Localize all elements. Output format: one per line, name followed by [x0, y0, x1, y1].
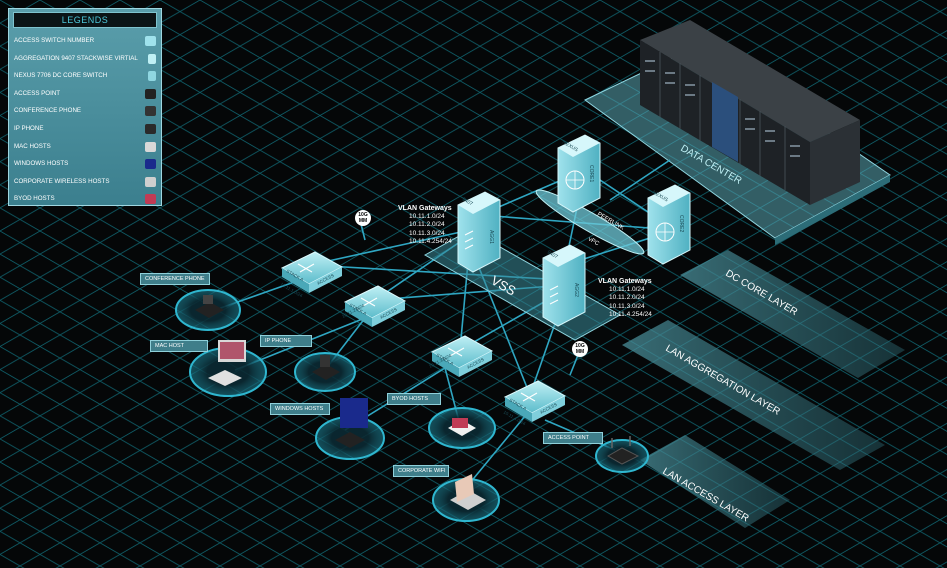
- legend-item-label: MAC HOSTS: [14, 142, 51, 150]
- agg1-name-label: 9407: [461, 197, 474, 208]
- windows-host-icon: [145, 159, 156, 170]
- conference-phone-device: [195, 295, 224, 318]
- legend-item: NEXUS 7706 DC CORE SWITCH: [9, 67, 161, 85]
- data-center-racks: [640, 20, 860, 205]
- nexus-core2-switch: [647, 184, 691, 265]
- aggregation-agg2-switch: [542, 244, 586, 327]
- core1-label: CORE1: [588, 165, 594, 182]
- legend-item-label: IP PHONE: [14, 124, 44, 132]
- vlan-gateway-item: 10.11.4.254/24: [609, 310, 652, 318]
- vlan-gateway-item: 10.11.2.0/24: [409, 221, 445, 229]
- access-switch-2: [343, 285, 407, 327]
- aggregation-agg1-switch: [457, 191, 501, 273]
- vlan-gateway-item: 10.11.1.0/24: [409, 213, 445, 221]
- legend-item-label: WINDOWS HOSTS: [14, 160, 69, 168]
- legend-item: IP PHONE: [9, 120, 161, 138]
- nexus-switch-icon: [148, 71, 156, 82]
- access-point-icon: [145, 88, 156, 99]
- agg2-sub-label: AGG2: [573, 283, 579, 297]
- vlan-gateways-title: VLAN Gateways: [598, 278, 652, 285]
- legend-item-label: ACCESS POINT: [14, 89, 61, 97]
- legend-item-label: ACCESS SWITCH NUMBER: [14, 37, 95, 44]
- legend-item: MAC HOSTS: [9, 138, 161, 156]
- vlan-gateway-item: 10.11.1.0/24: [609, 286, 645, 294]
- data-center-platform-edge: [775, 175, 890, 245]
- fiber-badge-top: 10G MM: [355, 210, 371, 226]
- windows-host-device: [335, 398, 368, 448]
- agg1-sub-label: AGG1: [488, 230, 494, 244]
- aggregation-switch-icon: [148, 53, 156, 64]
- corporate-wifi-laptop: [450, 474, 486, 510]
- legend-panel: LEGENDS ACCESS SWITCH NUMBER AGGREGATION…: [8, 8, 162, 206]
- legend-item-label: CONFERENCE PHONE: [14, 107, 82, 115]
- nexus-core1-switch: [557, 134, 601, 213]
- ip-phone-label: IP PHONE: [260, 335, 312, 347]
- legend-item: CORPORATE WIRELESS HOSTS: [9, 173, 161, 191]
- access-switch-icon: [145, 36, 156, 46]
- lan-aggregation-layer-band: [622, 320, 885, 470]
- byod-device: [448, 418, 476, 436]
- legend-item-label: CORPORATE WIRELESS HOSTS: [14, 177, 110, 185]
- mac-host-device: [208, 340, 246, 386]
- access-switch-3: [430, 335, 494, 377]
- mac-host-label: MAC HOST: [150, 340, 208, 352]
- agg2-name-label: 9407: [546, 250, 559, 261]
- legend-item: AGGREGATION 9407 STACKWISE VIRTIAL: [9, 50, 161, 68]
- corporate-wifi-label: CORPORATE WIFI: [393, 465, 449, 477]
- laptop-icon: [145, 176, 156, 187]
- access-point-label: ACCESS POINT: [543, 432, 603, 444]
- conference-phone-label: CONFERENCE PHONE: [140, 273, 210, 285]
- ip-phone-icon: [145, 123, 156, 134]
- legend-item: BYOD HOSTS: [9, 190, 161, 208]
- legend-item-label: BYOD HOSTS: [14, 195, 55, 203]
- vlan-gateway-item: 10.11.4.254/24: [409, 237, 452, 245]
- legend-item: WINDOWS HOSTS: [9, 155, 161, 173]
- legend-item: ACCESS SWITCH NUMBER: [9, 32, 161, 50]
- vpc-label: vPC: [587, 237, 600, 248]
- conference-phone-icon: [145, 106, 156, 117]
- legend-item-label: AGGREGATION 9407 STACKWISE VIRTIAL: [14, 54, 138, 62]
- legend-title: LEGENDS: [13, 12, 157, 28]
- vlan-gateway-item: 10.11.2.0/24: [609, 294, 645, 302]
- fiber-badge-bottom: 10G MM: [572, 341, 588, 357]
- legend-item: ACCESS POINT: [9, 85, 161, 103]
- access-switch-4: [503, 380, 567, 422]
- byod-hosts-label: BYOD HOSTS: [387, 393, 441, 405]
- legend-item: CONFERENCE PHONE: [9, 102, 161, 120]
- byod-icon: [145, 194, 156, 205]
- mac-host-icon: [145, 141, 156, 152]
- core2-label: CORE2: [678, 215, 684, 232]
- ip-phone-device: [312, 355, 340, 380]
- lan-access-layer-band: [640, 435, 790, 528]
- dc-core-layer-band: [680, 250, 905, 378]
- vlan-gateway-item: 10.11.3.0/24: [409, 229, 445, 237]
- vlan-gateways-left: VLAN Gateways 10.11.1.0/24 10.11.2.0/24 …: [398, 205, 452, 246]
- legend-item-label: NEXUS 7706 DC CORE SWITCH: [14, 72, 108, 80]
- vlan-gateways-title: VLAN Gateways: [398, 205, 452, 212]
- windows-hosts-label: WINDOWS HOSTS: [270, 403, 330, 415]
- access-point-device: [606, 436, 640, 465]
- access-switch-1: [280, 251, 344, 293]
- vlan-gateway-item: 10.11.3.0/24: [609, 302, 645, 310]
- vlan-gateways-right: VLAN Gateways 10.11.1.0/24 10.11.2.0/24 …: [598, 278, 652, 319]
